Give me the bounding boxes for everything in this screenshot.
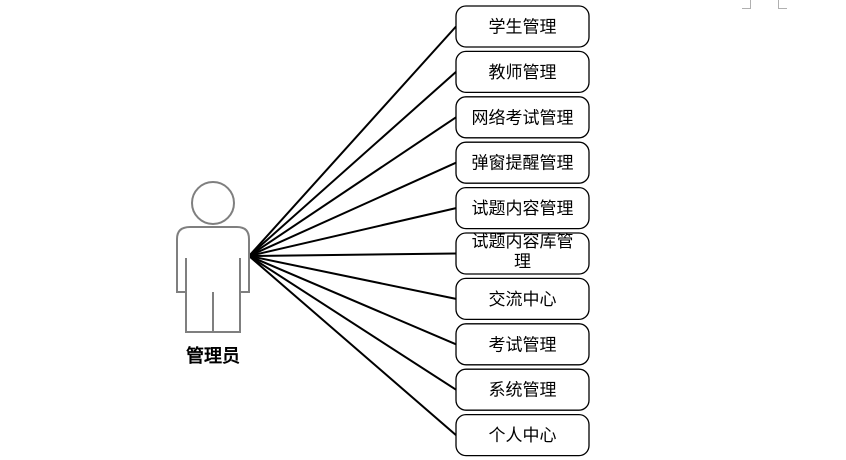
use-case-label: 个人中心 (489, 426, 557, 446)
use-case-shape (455, 277, 590, 321)
use-case-box: 学生管理 (455, 5, 590, 48)
association-line (248, 116, 457, 257)
use-case-label: 教师管理 (489, 63, 557, 83)
use-case-label: 理 (514, 252, 531, 272)
use-case-list: 学生管理教师管理网络考试管理弹窗提醒管理试题内容管理试题内容库管理交流中心考试管… (455, 5, 590, 457)
association-line (248, 25, 457, 257)
use-case-label: 弹窗提醒管理 (472, 154, 574, 174)
use-case-box: 教师管理 (455, 50, 590, 94)
association-line (248, 255, 457, 391)
use-case-box: 个人中心 (455, 413, 590, 457)
use-case-label: 交流中心 (489, 290, 557, 310)
association-line (248, 252, 457, 257)
association-line (248, 161, 457, 257)
use-case-label: 系统管理 (489, 381, 557, 401)
use-case-label: 试题内容管理 (472, 199, 574, 219)
use-case-box: 弹窗提醒管理 (455, 141, 590, 184)
page-corner-mark-left (742, 0, 751, 9)
use-case-label: 考试管理 (489, 335, 557, 355)
use-case-shape (455, 186, 590, 230)
association-line (248, 255, 457, 300)
use-case-shape (455, 50, 590, 94)
use-case-shape (455, 368, 590, 411)
association-line (248, 255, 457, 346)
association-line (248, 71, 457, 257)
use-case-shape (455, 141, 590, 184)
actor-label: 管理员 (186, 345, 240, 367)
association-line (248, 255, 457, 436)
use-case-shape (455, 323, 590, 366)
use-case-label: 试题内容库管 (472, 232, 574, 252)
use-case-shape (455, 232, 590, 275)
use-case-box: 考试管理 (455, 323, 590, 366)
person-icon (176, 181, 250, 333)
use-case-shape (455, 413, 590, 457)
use-case-shape (455, 5, 590, 48)
actor-admin: 管理员 (176, 181, 250, 367)
use-case-shape (455, 96, 590, 139)
use-case-box: 试题内容管理 (455, 186, 590, 230)
association-lines (248, 25, 457, 436)
use-case-box: 交流中心 (455, 277, 590, 321)
association-line (248, 207, 457, 257)
use-case-box: 系统管理 (455, 368, 590, 411)
use-case-box: 网络考试管理 (455, 96, 590, 139)
use-case-label: 学生管理 (489, 18, 557, 38)
page-corner-mark-right (778, 0, 787, 9)
use-case-label: 网络考试管理 (472, 108, 574, 128)
